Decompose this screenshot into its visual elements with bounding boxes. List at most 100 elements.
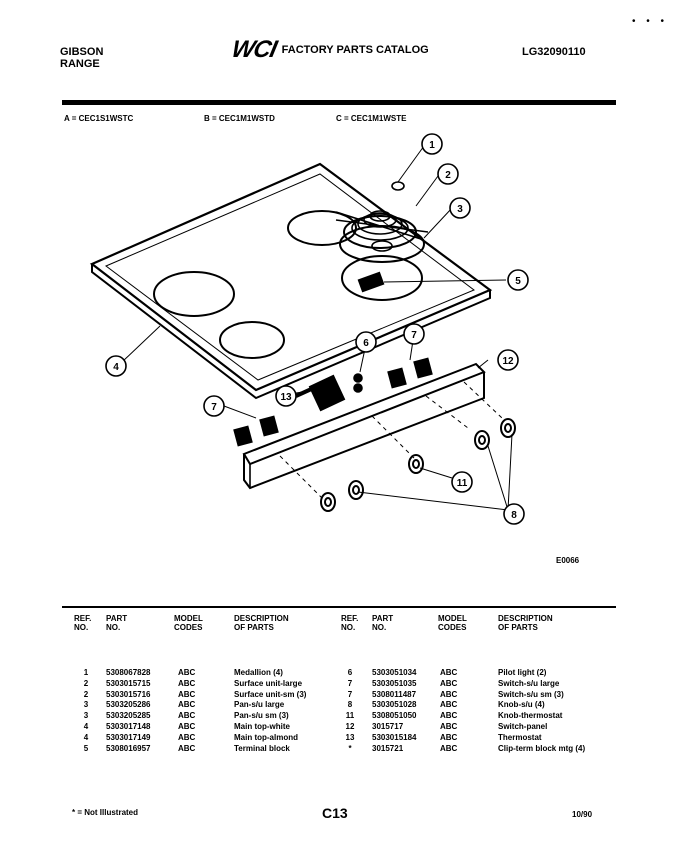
cell-ref: 3 (83, 700, 89, 710)
switches (233, 357, 433, 447)
cell-ref: 2 (83, 678, 89, 688)
callout-bubbles: 1 2 3 4 5 6 7 7 8 11 12 13 (105, 133, 529, 525)
main-top (89, 162, 493, 400)
col-part-left: PART NO. (106, 614, 128, 632)
cell-model: ABC (178, 700, 196, 710)
cell-part: 5303051028 (372, 700, 417, 710)
model-a: A = CEC1S1WSTC (64, 114, 134, 123)
cell-desc: Surface unit-large (234, 678, 303, 688)
cell-model: ABC (440, 722, 458, 731)
knobs (320, 418, 516, 512)
cell-ref: 12 (345, 722, 355, 731)
model-b: B = CEC1M1WSTD (204, 114, 275, 123)
cell-part: 3015717 (372, 722, 404, 731)
cell-ref: 11 (345, 711, 355, 721)
cell-ref: 7 (347, 678, 353, 688)
callout-7a: 7 (403, 323, 425, 345)
cell-ref: 7 (347, 689, 353, 699)
callout-8-label: 8 (511, 510, 517, 521)
cell-ref: 2 (83, 689, 89, 699)
document-number: LG32090110 (522, 46, 586, 58)
catalog-date: 10/90 (572, 810, 593, 819)
cell-ref: 6 (347, 668, 353, 677)
cell-ref: 1 (83, 668, 89, 677)
cell-part: 5308051050 (372, 711, 417, 721)
cell-part: 5308011487 (372, 689, 417, 699)
model-c: C = CEC1M1WSTE (336, 114, 407, 123)
cell-part: 5303205285 (106, 711, 151, 721)
cell-model: ABC (440, 678, 458, 688)
cell-ref: * (348, 743, 352, 753)
cell-desc: Switch-s/u sm (3) (498, 689, 564, 699)
wci-logo: WCI (229, 36, 279, 63)
cell-model: ABC (440, 689, 458, 699)
guide-lines (279, 381, 503, 501)
col-ref-right: REF. NO. (341, 614, 359, 632)
cell-desc: Surface unit-sm (3) (234, 689, 307, 699)
cell-desc: Main top-white (234, 722, 290, 731)
cell-model: ABC (440, 732, 458, 742)
callout-4-label: 4 (113, 362, 119, 373)
callout-12: 12 (497, 349, 519, 371)
cell-desc: Terminal block (234, 743, 290, 753)
cell-part: 5303205286 (106, 700, 151, 710)
cell-desc: Knob-thermostat (498, 711, 563, 721)
callout-6-label: 6 (363, 338, 369, 349)
cell-ref: 8 (347, 700, 353, 710)
callout-1-label: 1 (429, 140, 435, 151)
leader-lines (121, 145, 513, 511)
cell-part: 3015721 (372, 743, 404, 753)
callout-7b: 7 (203, 395, 225, 417)
scan-speckles: • • • (631, 16, 668, 27)
callout-2-label: 2 (445, 170, 451, 181)
cell-ref: 5 (83, 743, 89, 753)
callout-5-label: 5 (515, 276, 521, 287)
cell-desc: Pilot light (2) (498, 668, 547, 677)
callout-8: 8 (503, 503, 525, 525)
surface-unit (335, 181, 429, 249)
cell-part: 5303051035 (372, 678, 417, 688)
cell-desc: Switch-s/u large (498, 678, 560, 688)
cell-ref: 3 (83, 711, 89, 721)
not-illustrated-note: * = Not Illustrated (72, 808, 139, 817)
brand-name: GIBSON (60, 46, 104, 58)
cell-part: 5303017148 (106, 722, 151, 731)
callout-5: 5 (507, 269, 529, 291)
callout-2: 2 (437, 163, 459, 185)
switch-panel (242, 362, 486, 490)
cell-model: ABC (440, 668, 458, 677)
cell-desc: Pan-s/u sm (3) (234, 711, 289, 721)
cell-model: ABC (178, 743, 196, 753)
cell-model: ABC (178, 722, 196, 731)
callout-11: 11 (451, 471, 473, 493)
callout-13: 13 (275, 385, 297, 407)
terminal-block (357, 271, 385, 293)
thermostat (295, 374, 346, 412)
cell-desc: Clip-term block mtg (4) (498, 743, 586, 753)
cell-part: 5303015184 (372, 732, 417, 742)
table-rule (62, 606, 616, 608)
callout-13-label: 13 (280, 392, 292, 403)
cell-desc: Main top-almond (234, 732, 298, 742)
cell-part: 5308067828 (106, 668, 151, 677)
brand-block: GIBSON RANGE (60, 46, 103, 70)
page-number: C13 (322, 805, 348, 821)
col-desc-right: DESCRIPTION OF PARTS (498, 614, 553, 632)
callout-11-label: 11 (457, 478, 468, 489)
callout-3-label: 3 (457, 204, 463, 215)
cell-model: ABC (440, 743, 458, 753)
callout-7a-label: 7 (411, 330, 417, 341)
catalog-title: FACTORY PARTS CATALOG (281, 44, 429, 56)
cell-desc: Thermostat (498, 732, 542, 742)
col-ref-left: REF. NO. (74, 614, 92, 632)
callout-6: 6 (355, 331, 377, 353)
col-desc-left: DESCRIPTION OF PARTS (234, 614, 289, 632)
cell-ref: 13 (345, 732, 355, 742)
cell-ref: 4 (83, 732, 89, 742)
exploded-diagram: 1 2 3 4 5 6 7 7 8 11 12 13 (89, 133, 529, 525)
cell-part: 5303051034 (372, 668, 417, 677)
col-model-left: MODEL CODES (174, 614, 203, 632)
callout-7b-label: 7 (211, 402, 217, 413)
cell-model: ABC (178, 668, 196, 677)
cell-part: 5303015716 (106, 689, 151, 699)
